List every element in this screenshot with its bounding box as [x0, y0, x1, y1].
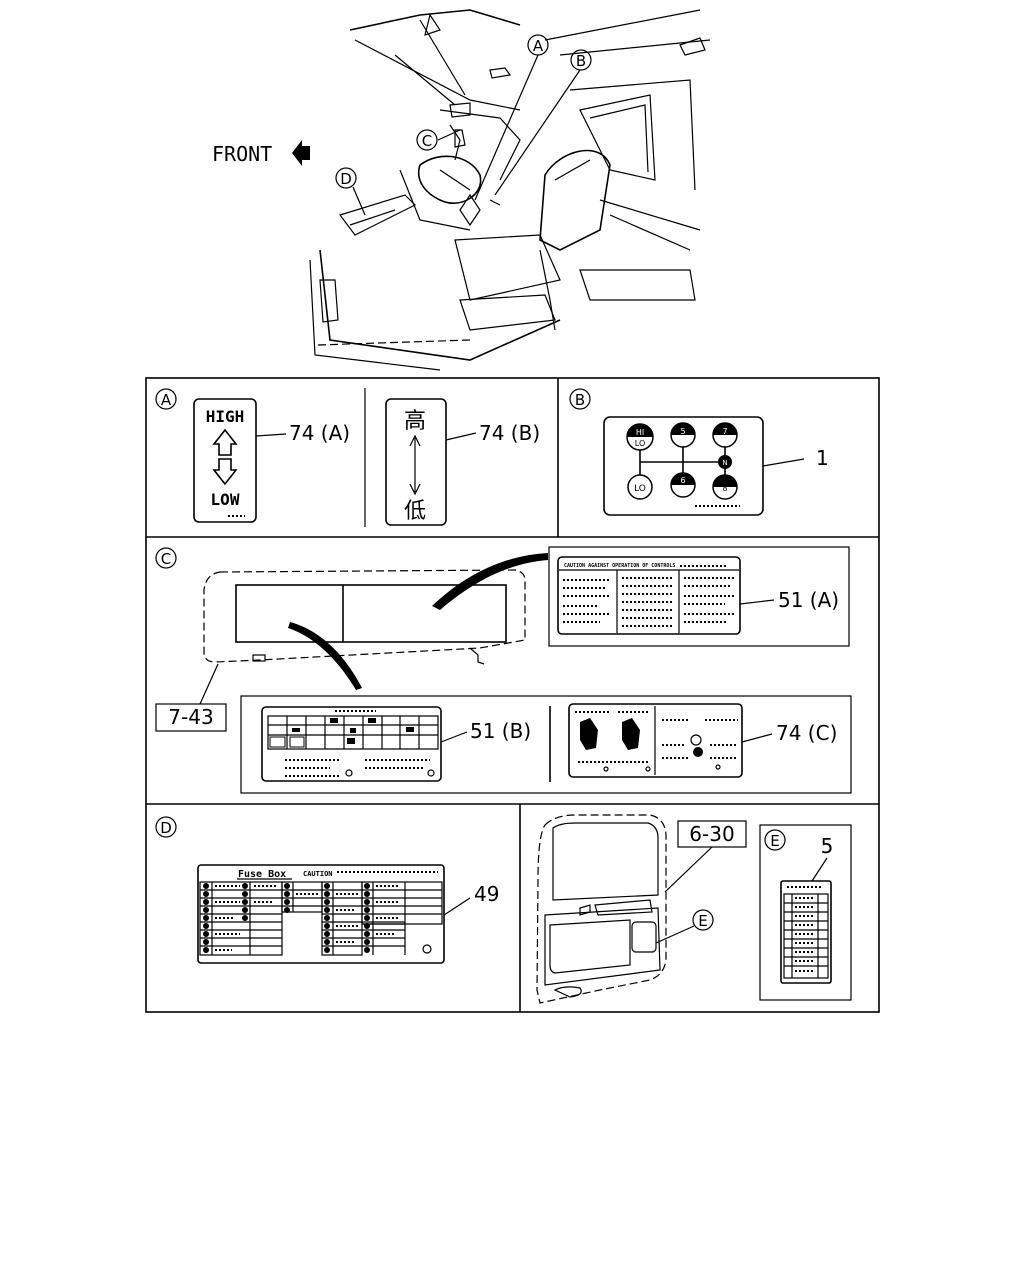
- shift-knob-5: 5: [670, 422, 696, 448]
- svg-text:HI: HI: [636, 428, 644, 437]
- visor-label-area: [235, 584, 507, 643]
- label-51b: [261, 706, 442, 782]
- leader-band-51b: [288, 622, 362, 690]
- cab-interior-illustration: [309, 9, 711, 371]
- shift-knob-n: N: [718, 455, 732, 469]
- sun-visor: [203, 569, 526, 663]
- door-outline: [536, 814, 667, 1004]
- label-74b: [385, 398, 447, 526]
- label-51a-text-lines: [563, 565, 735, 627]
- section-b: B HI LO 5 7 N LO: [569, 388, 829, 516]
- label-51a: [557, 556, 741, 635]
- down-arrow-icon: [212, 458, 238, 486]
- part-number-74a: 74 (A): [289, 421, 350, 445]
- svg-text:LO: LO: [635, 439, 645, 448]
- label-74c: [568, 703, 743, 778]
- part-number-74c: 74 (C): [776, 721, 837, 745]
- front-arrow-icon: [292, 140, 310, 166]
- part-number-74b: 74 (B): [479, 421, 540, 445]
- svg-text:5: 5: [680, 427, 685, 436]
- label-74a-high: HIGH: [206, 407, 245, 426]
- section-e: 6-30 E E 5: [536, 814, 852, 1004]
- label-74b-high: 高: [404, 409, 426, 434]
- label-74b-low: 低: [404, 499, 426, 524]
- ref-box-7-43: [155, 703, 227, 732]
- shift-knob-hi-lo: HI LO: [626, 423, 654, 451]
- panel-51b-74c: [240, 695, 852, 794]
- svg-text:B: B: [576, 52, 586, 70]
- fuse-box-title: Fuse Box: [238, 869, 286, 880]
- svg-text:N: N: [722, 459, 727, 467]
- svg-text:6: 6: [680, 476, 685, 485]
- shift-knob-lo: LO: [627, 474, 653, 500]
- svg-text:D: D: [340, 170, 352, 188]
- up-arrow-icon: [212, 428, 238, 456]
- section-d: D Fuse Box CAUTION: [155, 816, 499, 964]
- overview-callout-a: A: [527, 34, 549, 56]
- label-74c-figures: [575, 711, 738, 772]
- part-number-1: 1: [816, 446, 829, 470]
- part-number-49: 49: [474, 882, 499, 906]
- svg-text:8: 8: [722, 484, 727, 493]
- label-51a-heading: CAUTION AGAINST OPERATION OF CONTROLS: [564, 563, 675, 569]
- fuse-box-caution: CAUTION: [303, 870, 333, 878]
- fuse-box-grid: [199, 881, 443, 956]
- section-b-tag: B: [575, 391, 585, 409]
- part-number-51b: 51 (B): [470, 719, 531, 743]
- section-e-tag: E: [770, 832, 779, 850]
- svg-text:A: A: [533, 37, 544, 55]
- svg-text:C: C: [422, 132, 432, 150]
- label-5: [780, 880, 832, 984]
- svg-text:LO: LO: [634, 484, 646, 494]
- section-d-tag: D: [160, 819, 172, 837]
- panel-grid: [145, 377, 880, 1013]
- door-callout-e: E: [698, 912, 707, 930]
- part-number-5: 5: [821, 834, 834, 858]
- label-74a: [193, 398, 257, 523]
- panel-e: [759, 824, 852, 1001]
- leader-band-51a: [432, 553, 548, 610]
- overview-callout-d: D: [335, 167, 357, 189]
- section-c-tag: C: [161, 550, 171, 568]
- overview-callout-b: B: [570, 49, 592, 71]
- shift-knob-8: 8: [712, 474, 738, 500]
- ref-7-43: 7-43: [168, 705, 213, 729]
- label-51b-grid: [267, 710, 439, 750]
- svg-text:7: 7: [722, 427, 727, 436]
- ref-6-30: 6-30: [689, 822, 734, 846]
- label-74a-low: LOW: [211, 490, 240, 509]
- front-label: FRONT: [212, 142, 272, 166]
- section-a: A HIGH LOW 74 (A) 高 低 74 (B): [155, 388, 540, 526]
- section-c: C 7-43 CAUTION AGAINST OPERATION OF CONT…: [155, 546, 852, 794]
- shift-knob-7: 7: [712, 422, 738, 448]
- panel-51a: [548, 546, 850, 647]
- section-a-tag: A: [161, 391, 172, 409]
- shift-knob-6: 6: [670, 472, 696, 498]
- fuse-box-label: [197, 864, 445, 964]
- part-number-51a: 51 (A): [778, 588, 839, 612]
- overview-callout-c: C: [416, 129, 438, 151]
